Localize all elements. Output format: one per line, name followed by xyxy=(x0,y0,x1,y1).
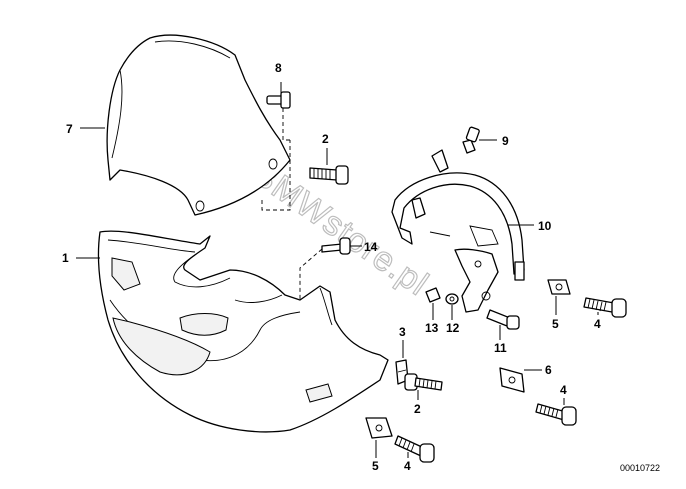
screw-part-2-lower xyxy=(404,373,443,400)
callout-8: 8 xyxy=(275,61,282,75)
callout-13: 13 xyxy=(425,321,439,335)
callout-5-bottom: 5 xyxy=(372,459,379,473)
callout-7: 7 xyxy=(66,122,73,136)
callout-4-mid: 4 xyxy=(560,383,567,397)
clip-part-6 xyxy=(499,367,542,393)
screw-part-11 xyxy=(486,309,520,340)
callout-5-right: 5 xyxy=(552,317,559,331)
diagram-id: 00010722 xyxy=(620,463,660,473)
callout-1: 1 xyxy=(62,251,69,265)
callout-2-upper: 2 xyxy=(322,132,329,146)
bracket-part-10 xyxy=(391,149,534,313)
callout-4-bottom: 4 xyxy=(404,459,411,473)
screw-part-2-upper xyxy=(309,148,349,185)
callout-10: 10 xyxy=(538,219,552,233)
callout-2-lower: 2 xyxy=(414,402,421,416)
windshield-part xyxy=(106,34,291,216)
screw-part-4-right xyxy=(583,297,627,318)
screw-part-9 xyxy=(462,126,497,154)
clip-nut-part-5-bottom xyxy=(365,417,393,458)
washer-part-12 xyxy=(445,293,459,320)
callout-11: 11 xyxy=(494,341,507,355)
callout-3: 3 xyxy=(399,325,406,339)
screw-part-4-bottom xyxy=(394,435,435,463)
callout-12: 12 xyxy=(446,321,460,335)
clip-nut-part-5-right xyxy=(547,279,571,315)
callout-6: 6 xyxy=(545,363,552,377)
callout-9: 9 xyxy=(502,134,509,148)
fairing-part xyxy=(97,230,389,433)
screw-part-8 xyxy=(266,82,291,141)
screw-part-14 xyxy=(299,237,362,300)
nut-part-13 xyxy=(425,287,441,320)
screw-part-4-mid xyxy=(535,398,577,426)
callout-14: 14 xyxy=(364,240,378,254)
callout-4-right: 4 xyxy=(594,317,601,331)
